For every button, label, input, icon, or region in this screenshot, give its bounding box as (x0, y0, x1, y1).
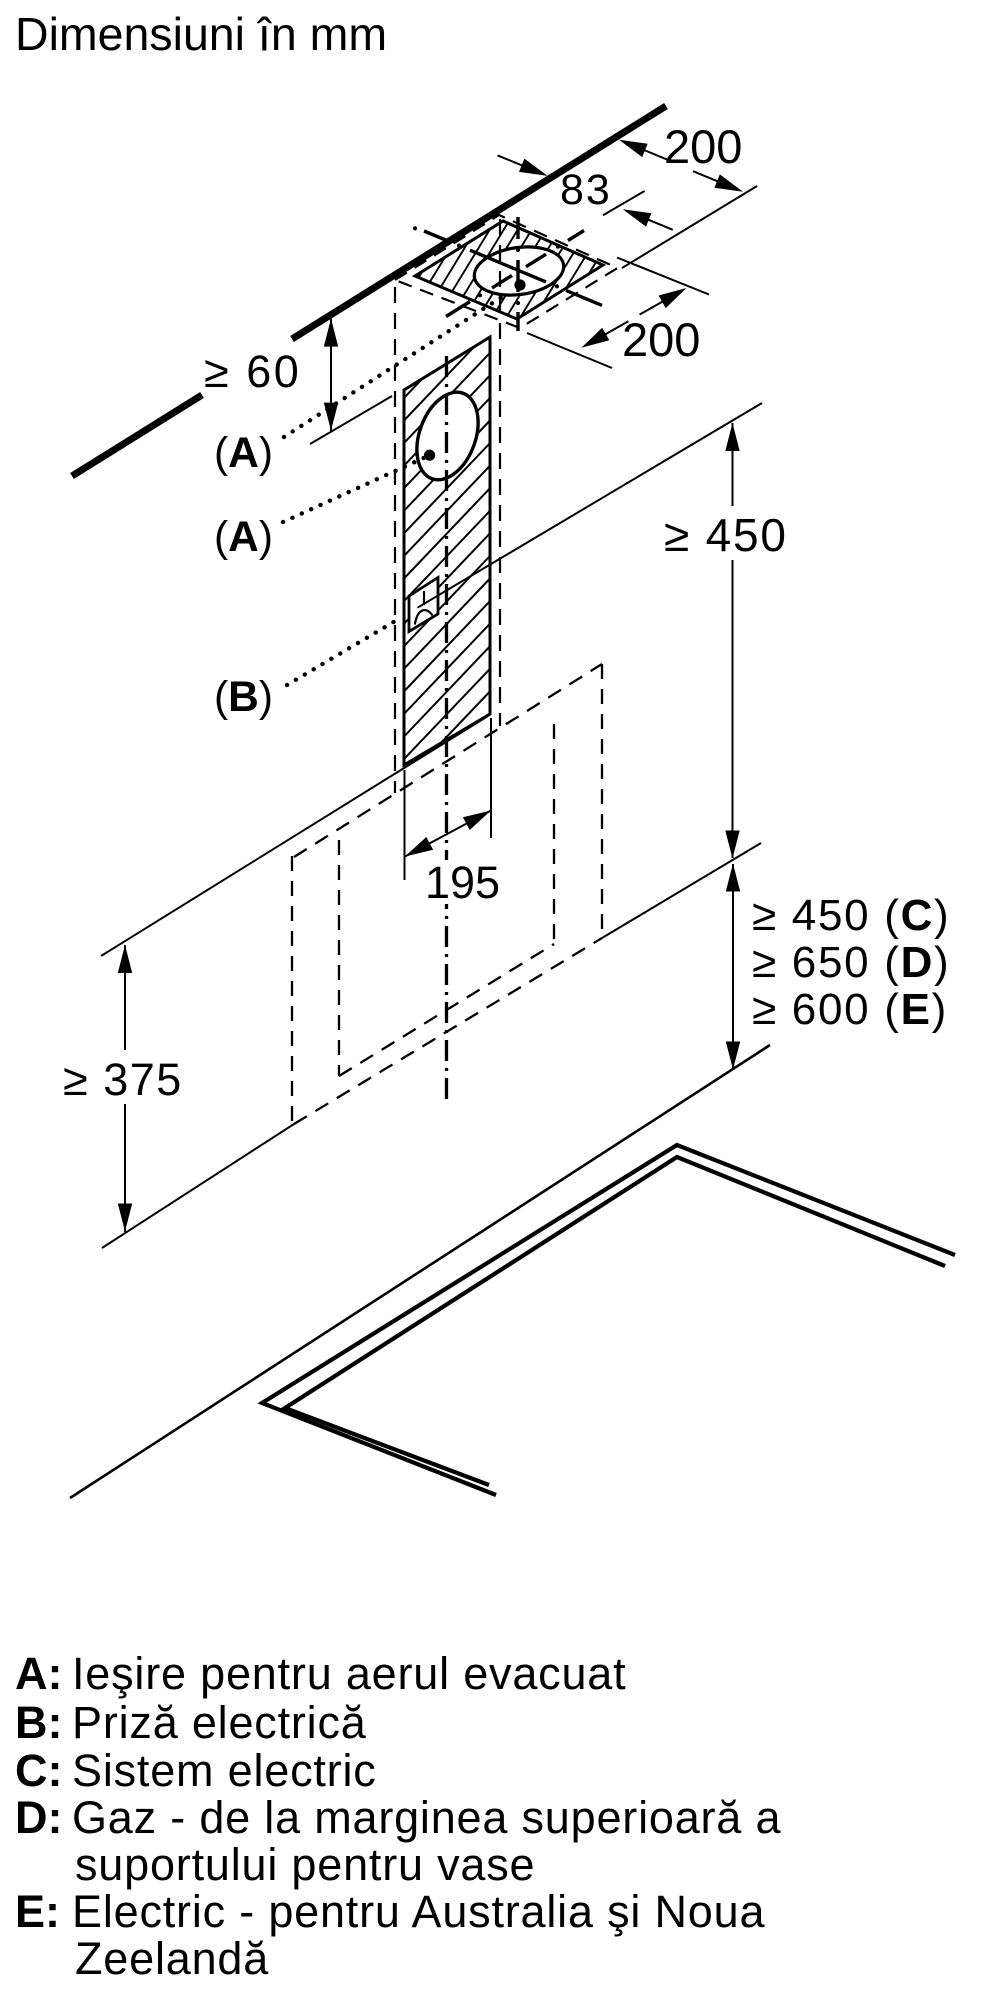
svg-text:suportului pentru vase: suportului pentru vase (75, 1839, 535, 1890)
svg-text:A:: A: (15, 1648, 62, 1699)
svg-text:195: 195 (425, 857, 500, 908)
svg-text:≥ 600 (E): ≥ 600 (E) (752, 985, 948, 1034)
svg-text:≥ 60: ≥ 60 (204, 346, 301, 397)
svg-text:Gaz - de la marginea superioar: Gaz - de la marginea superioară a (72, 1792, 781, 1843)
svg-text:200: 200 (622, 313, 700, 366)
svg-text:200: 200 (664, 120, 742, 173)
svg-text:≥ 650 (D): ≥ 650 (D) (752, 938, 950, 987)
svg-text:(B): (B) (214, 674, 273, 721)
svg-text:≥ 375: ≥ 375 (63, 1054, 183, 1105)
svg-text:Zeelandă: Zeelandă (75, 1933, 269, 1984)
svg-text:D:: D: (15, 1792, 62, 1843)
svg-text:C:: C: (15, 1745, 62, 1796)
svg-text:Electric - pentru Australia şi: Electric - pentru Australia şi Noua (72, 1886, 765, 1937)
svg-text:Priză electrică: Priză electrică (72, 1697, 367, 1748)
svg-text:E:: E: (15, 1886, 60, 1937)
svg-text:83: 83 (560, 166, 612, 214)
svg-text:B:: B: (15, 1697, 62, 1748)
svg-text:≥ 450 (C): ≥ 450 (C) (752, 891, 950, 940)
svg-text:≥ 450: ≥ 450 (664, 509, 788, 561)
svg-text:(A): (A) (214, 430, 273, 477)
svg-text:Ieşire pentru aerul evacuat: Ieşire pentru aerul evacuat (72, 1648, 626, 1699)
svg-text:Sistem electric: Sistem electric (72, 1745, 377, 1796)
svg-text:Dimensiuni în mm: Dimensiuni în mm (15, 8, 387, 60)
svg-text:(A): (A) (214, 514, 273, 561)
